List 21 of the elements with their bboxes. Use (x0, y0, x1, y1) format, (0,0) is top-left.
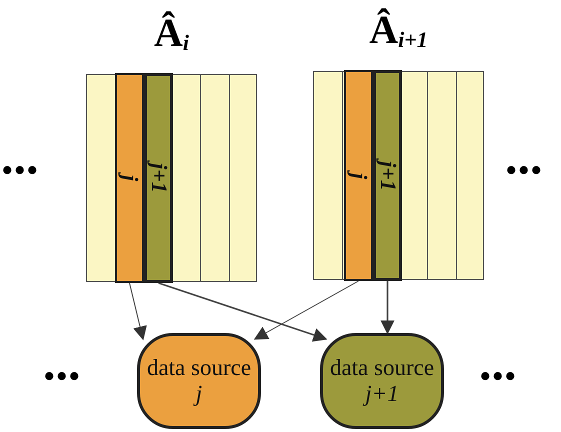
column-label: j (348, 172, 370, 179)
ellipsis: ••• (44, 362, 82, 392)
matrix-column (144, 73, 173, 283)
arrow (158, 282, 328, 342)
column-label: j+1 (376, 160, 398, 190)
matrix-column (373, 70, 402, 281)
arrow (129, 282, 147, 340)
ellipsis: ••• (506, 156, 544, 186)
matrix-column (115, 73, 144, 283)
data-source-box (320, 333, 444, 429)
arrow (380, 281, 394, 334)
data-source-label: data source j (146, 354, 252, 408)
data-source-box (137, 333, 261, 429)
ellipsis: ••• (480, 362, 518, 392)
column-label: j (118, 174, 140, 182)
ellipsis: ••• (2, 156, 40, 186)
matrix-title: Â$_{i}$ (152, 9, 190, 57)
data-source-label: data source j+1 (328, 354, 436, 408)
matrix-title: Â$_{i+1}$ (368, 6, 429, 54)
matrix-column (344, 70, 373, 281)
arrow (254, 280, 359, 340)
